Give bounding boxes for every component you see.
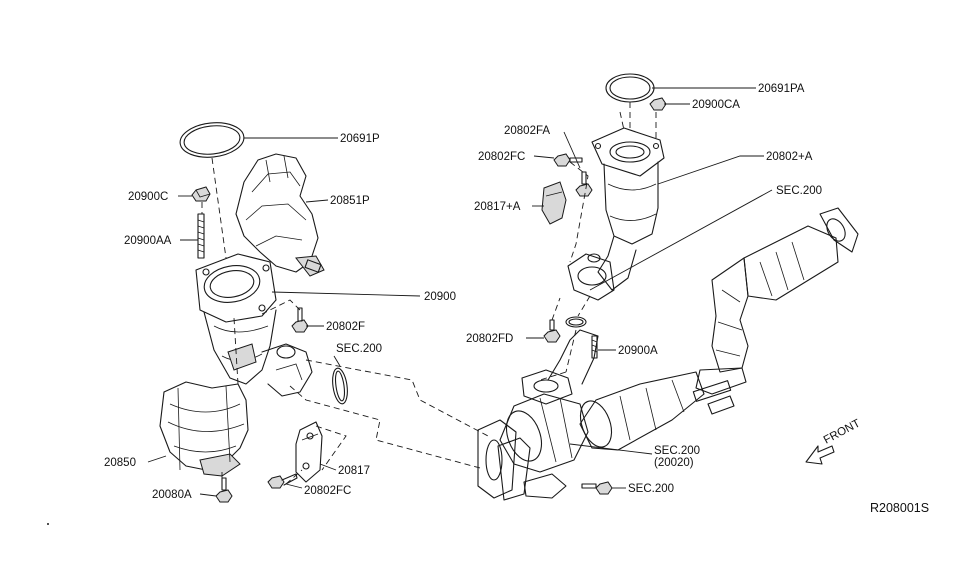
bracket-20817 [295, 421, 323, 483]
gasket-ring-left [332, 367, 348, 405]
bolt-20802fc-top [553, 153, 583, 167]
gasket-20691p [179, 122, 245, 158]
label-20900c: 20900C [128, 191, 168, 203]
gasket-20691pa [605, 73, 655, 103]
align-line-fd [551, 297, 561, 321]
nut-20900c [191, 186, 211, 202]
align-line-bolts-top [569, 161, 589, 263]
label-20802fc-top: 20802FC [478, 151, 525, 163]
label-20900ca: 20900CA [692, 99, 740, 111]
label-sec200-mid: SEC.200 [776, 185, 822, 197]
bolt-20080a [215, 477, 233, 503]
align-line-flange-1 [305, 359, 489, 437]
label-20802fd: 20802FD [466, 333, 513, 345]
label-20802fc-bottom: 20802FC [304, 485, 351, 497]
diagram-reference: R208001S [870, 501, 929, 515]
label-20817a: 20817+A [474, 201, 521, 213]
label-20900: 20900 [424, 291, 456, 303]
label-20851p: 20851P [330, 195, 370, 207]
label-front: FRONT [822, 417, 863, 446]
bolt-20802fd [543, 319, 561, 343]
label-20691p: 20691P [340, 133, 380, 145]
bolt-20802f [291, 307, 309, 333]
align-line-gasket [211, 157, 227, 259]
label-20900a: 20900A [618, 345, 658, 357]
bolt-sec200-bottom [581, 481, 613, 495]
label-20850: 20850 [104, 457, 136, 469]
bracket-20817a [541, 181, 567, 225]
label-20691pa: 20691PA [758, 83, 805, 95]
catalytic-converter-20802a [567, 111, 665, 301]
align-line-bracket [285, 425, 347, 485]
gasket-ring-mid [565, 316, 587, 328]
stud-20900a [591, 335, 598, 359]
align-line-ring [539, 371, 567, 381]
align-line-bolt-f [261, 299, 301, 315]
arrow-front-icon [805, 445, 835, 465]
front-exhaust-pipe-sec200 [477, 207, 859, 501]
label-sec200-right-sub: (20020) [654, 457, 694, 469]
label-sec200-left: SEC.200 [336, 343, 382, 355]
align-line-shield [233, 317, 239, 385]
label-20802a: 20802+A [766, 151, 813, 163]
label-20900aa: 20900AA [124, 235, 172, 247]
stud-20900aa [197, 213, 205, 259]
label-20802fa: 20802FA [504, 125, 550, 137]
bolt-20802fc-bottom [267, 473, 298, 489]
label-20080a: 20080A [152, 489, 192, 501]
label-20817: 20817 [338, 465, 370, 477]
label-sec200-right: SEC.200 [654, 445, 700, 457]
align-line-mid [565, 295, 591, 373]
label-sec200-bottom: SEC.200 [628, 483, 674, 495]
bolt-20802fa [575, 171, 593, 197]
nut-20900ca [649, 97, 667, 111]
heat-shield-upper-20851p [235, 153, 325, 277]
leader-lines [147, 87, 773, 497]
corner-dot [47, 523, 49, 525]
label-20802f: 20802F [326, 321, 365, 333]
heat-shield-lower-20850 [159, 381, 249, 477]
catalytic-converter-20900 [195, 253, 313, 397]
align-line-flange-2 [289, 385, 481, 469]
